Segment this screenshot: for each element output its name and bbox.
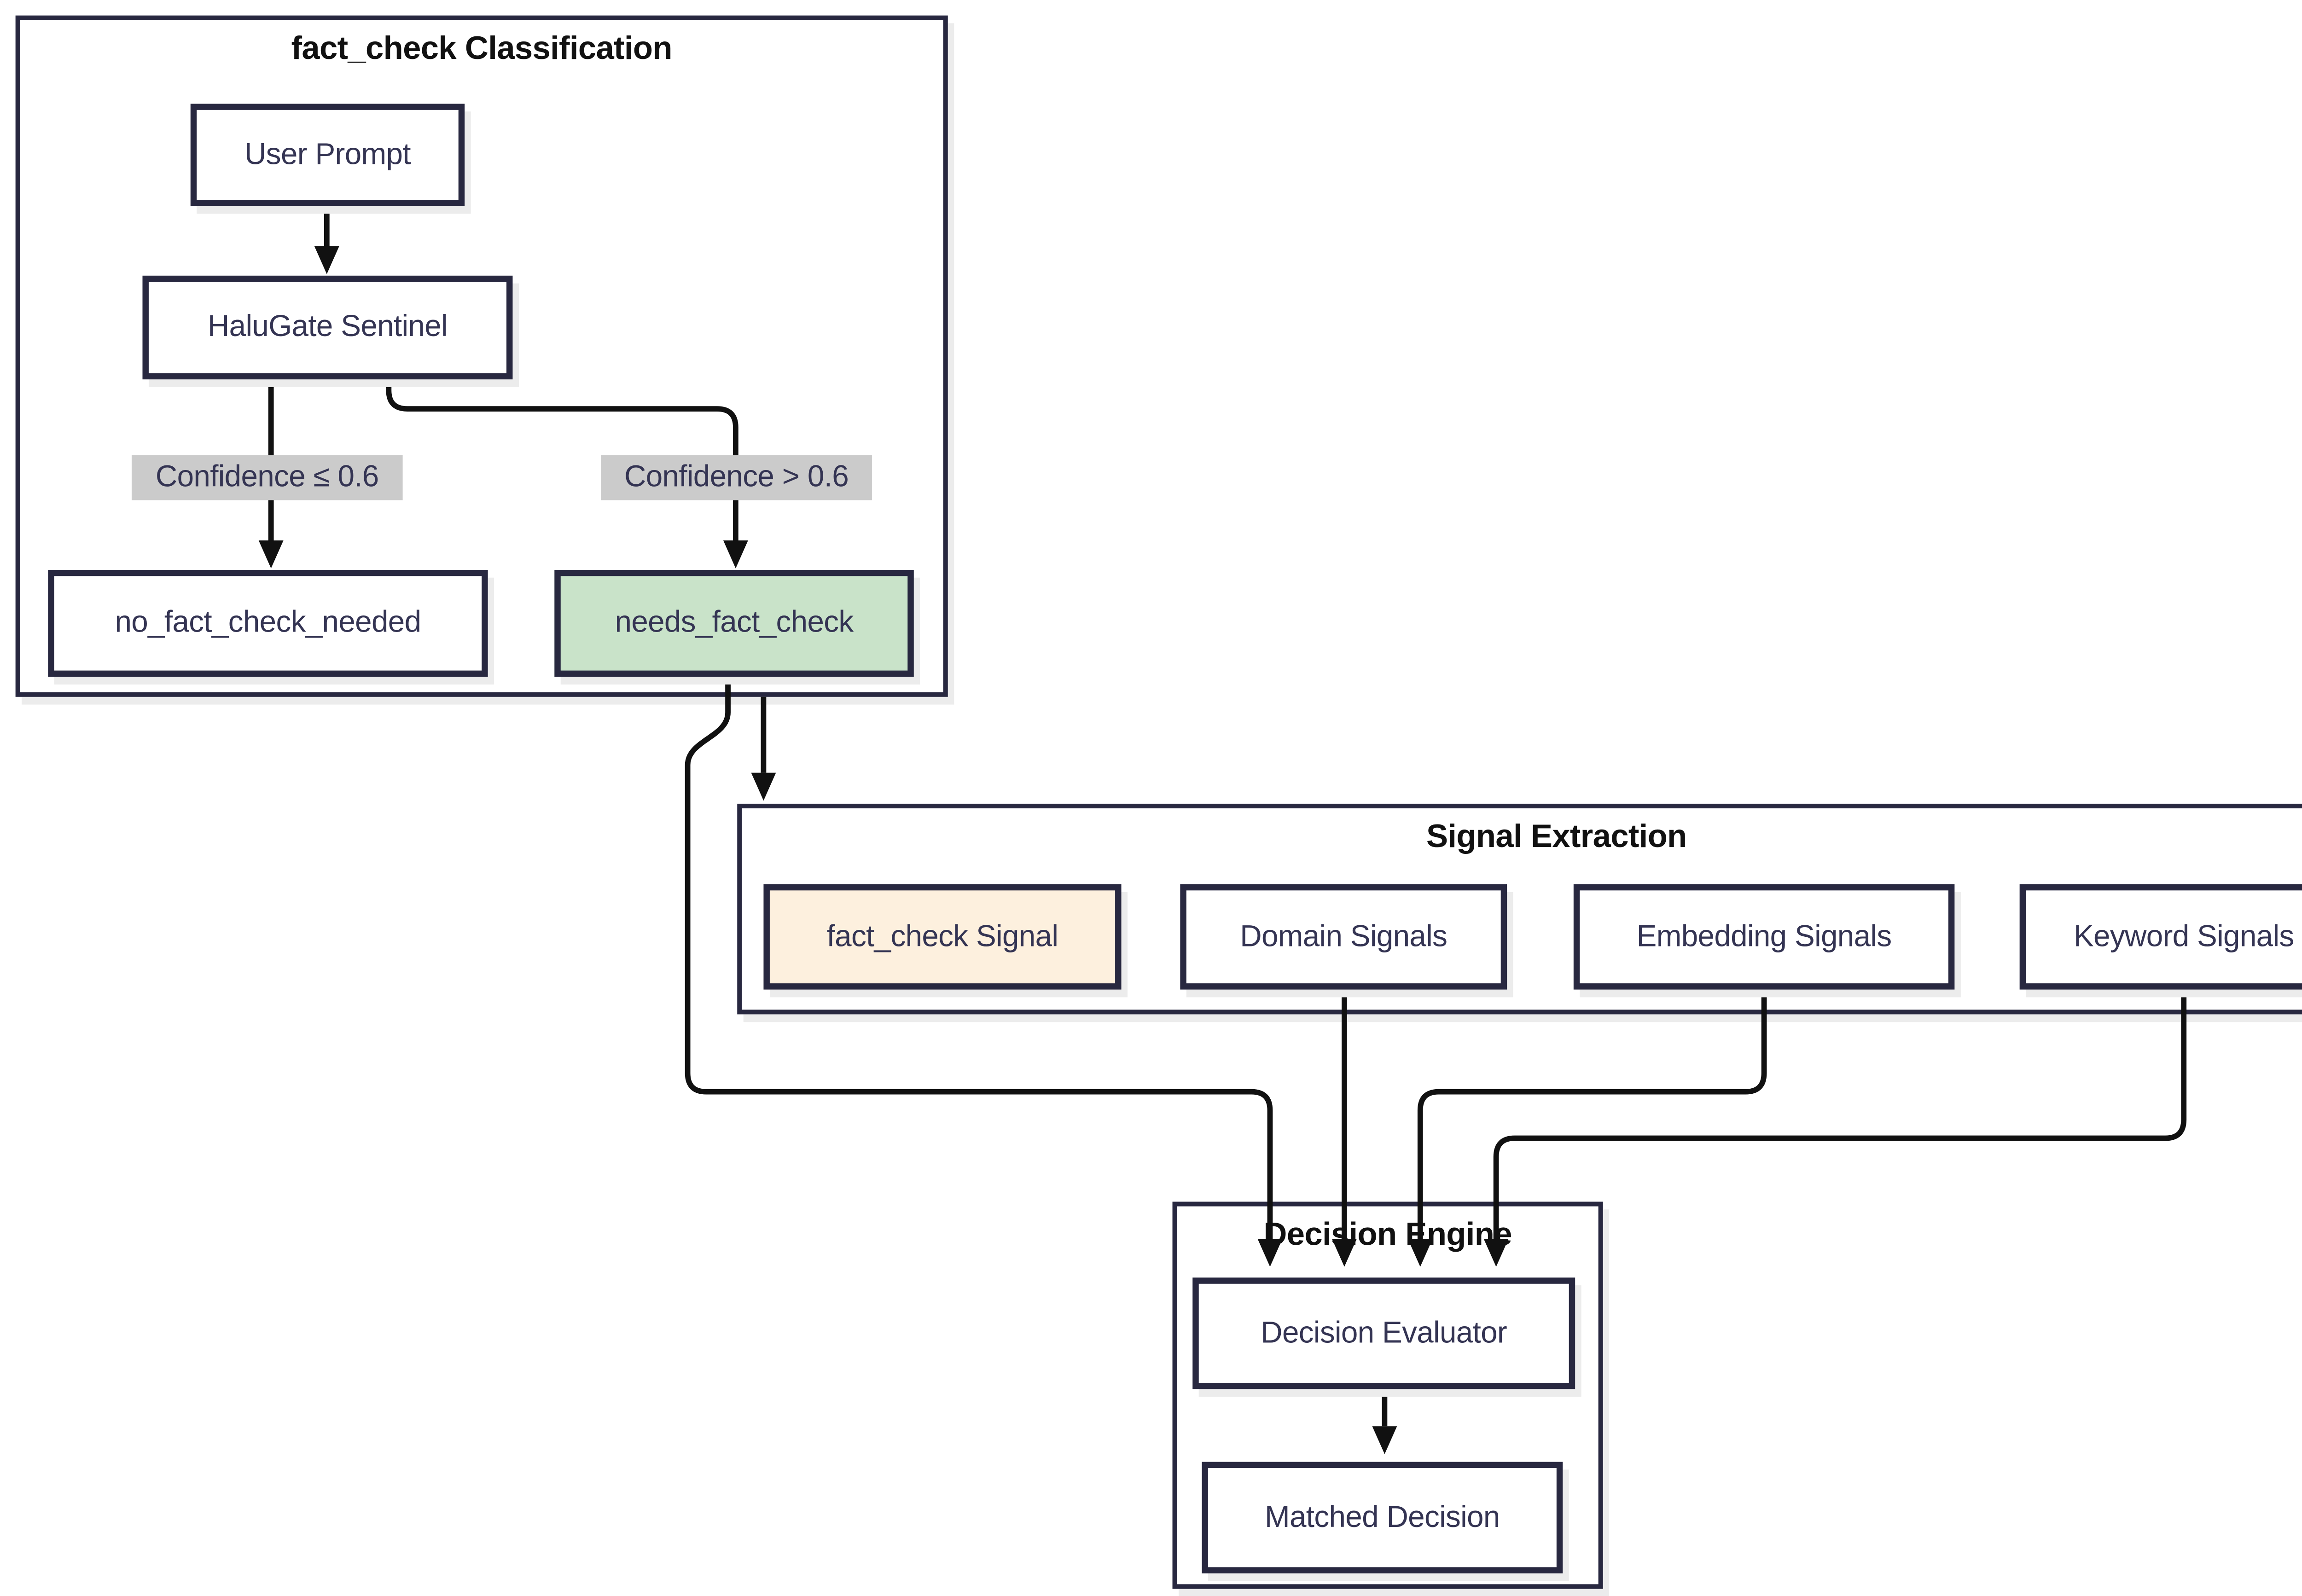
arrowhead-embedding-signals-to-decision-evaluator (1407, 1239, 1433, 1267)
node-decision-evaluator: Decision Evaluator (1192, 1277, 1575, 1389)
node-matched-decision: Matched Decision (1202, 1462, 1563, 1573)
edge-halugate-to-needs-fact-check (386, 379, 738, 541)
arrowhead-decision-evaluator-to-matched-decision (1372, 1426, 1397, 1454)
node-halugate-sentinel: HaluGate Sentinel (142, 275, 513, 380)
node-domain-signals: Domain Signals (1180, 884, 1507, 990)
edge-keyword-signals-to-decision-evaluator (1493, 989, 2187, 1239)
node-embedding-signals: Embedding Signals (1573, 884, 1955, 990)
edge-needs-fact-check-to-decision-evaluator (685, 677, 1273, 1239)
node-user-prompt: User Prompt (190, 104, 465, 206)
arrowhead-user-prompt-to-halugate (314, 246, 339, 274)
arrowhead-keyword-signals-to-decision-evaluator (1483, 1239, 1509, 1267)
node-fact-check-signal: fact_check Signal (763, 884, 1122, 990)
node-no-fact-check-needed: no_fact_check_needed (48, 569, 488, 677)
cluster-title-decision-engine: Decision Engine (1263, 1217, 1512, 1253)
edge-embedding-signals-to-decision-evaluator (1417, 989, 1767, 1239)
arrowhead-halugate-to-needs-fact-check (723, 540, 748, 569)
arrowhead-halugate-to-no-fact-check (258, 540, 284, 569)
edge-label-confidence-high: Confidence > 0.6 (601, 455, 872, 500)
arrowhead-needs-fact-check-to-signal-extraction (751, 772, 776, 801)
node-needs-fact-check: needs_fact_check (554, 569, 914, 677)
cluster-title-fact-check-classification: fact_check Classification (291, 31, 672, 67)
cluster-title-signal-extraction: Signal Extraction (1426, 819, 1687, 855)
arrowhead-needs-fact-check-to-decision-evaluator (1257, 1239, 1283, 1267)
node-keyword-signals: Keyword Signals (2019, 884, 2302, 990)
arrowhead-domain-signals-to-decision-evaluator (1332, 1239, 1357, 1267)
edge-label-confidence-low: Confidence ≤ 0.6 (131, 455, 403, 500)
